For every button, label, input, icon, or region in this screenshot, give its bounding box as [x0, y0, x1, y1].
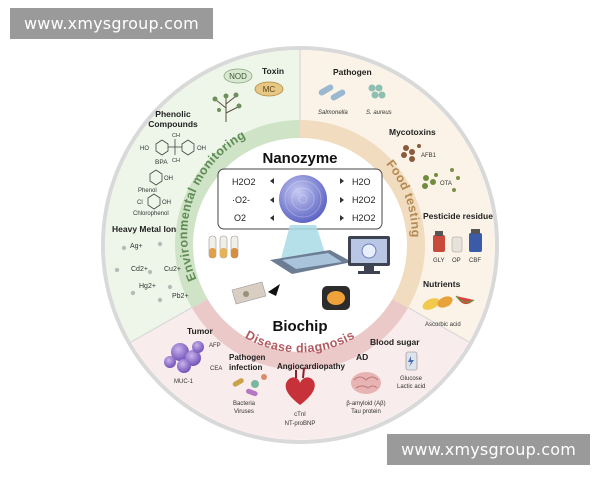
chlorophenol-structure-icon	[147, 193, 161, 210]
pesticide-op: OP	[452, 258, 461, 264]
pathogen-infection-title-line1: Pathogen	[229, 353, 266, 362]
reaction-left-1: H2O2	[232, 177, 256, 187]
s-aureus-label: S. aureus	[366, 110, 392, 116]
phenolic-title-line1: Phenolic	[155, 109, 191, 119]
environmental-band	[174, 119, 300, 308]
biochip-surface	[282, 253, 342, 269]
viruses-label: Viruses	[234, 409, 254, 415]
mycotoxins-title: Mycotoxins	[389, 127, 436, 137]
toxin-nod-label: NOD	[229, 72, 247, 81]
chlorophenol-cl: Cl	[137, 200, 143, 206]
food-band	[300, 119, 426, 308]
glucose-meter-icon	[405, 351, 418, 371]
nanozyme-title: Nanozyme	[262, 150, 337, 167]
toxin-title: Toxin	[262, 66, 284, 76]
reaction-arrows	[270, 178, 344, 221]
reaction-right-1: H2O	[352, 177, 371, 187]
tumor-cells-icon	[164, 341, 204, 373]
food-pathogen-title: Pathogen	[333, 67, 372, 77]
tau-protein-label: Tau protein	[351, 409, 381, 415]
phenol-oh: OH	[164, 176, 173, 182]
nanozyme-sphere-icon	[279, 175, 327, 223]
afb1-cluster-icon	[401, 144, 421, 162]
lactic-acid-label: Lactic acid	[397, 384, 425, 390]
bpa-ch3-top: CH	[172, 133, 180, 139]
fruit-icon	[422, 295, 475, 310]
reaction-right-3: H2O2	[352, 213, 376, 223]
nutrients-title: Nutrients	[423, 279, 461, 289]
bacteria-virus-icon	[232, 374, 267, 397]
sector-divider	[399, 302, 470, 343]
sphere-texture	[284, 180, 322, 218]
ctni-label: cTnI	[294, 412, 306, 418]
s-aureus-icon	[368, 84, 386, 99]
ion-cu: Cu2+	[164, 266, 181, 273]
salmonella-label: Salmonella	[318, 110, 348, 116]
brain-icon	[351, 372, 381, 394]
sector-divider	[130, 302, 201, 343]
ota-label: OTA	[440, 181, 452, 187]
ion-ag: Ag+	[130, 243, 143, 250]
strip-icon	[231, 281, 267, 305]
ota-cluster-icon	[422, 173, 438, 189]
ion-hg: Hg2+	[139, 283, 156, 290]
toxin-nod-badge	[223, 68, 253, 84]
toxin-mc-badge	[254, 81, 284, 97]
toxin-mc-label: MC	[263, 85, 276, 94]
chlorophenol-label: Chlorophenol	[133, 211, 169, 217]
watermark-bottom: www.xmysgroup.com	[387, 434, 590, 465]
biochip-title: Biochip	[273, 318, 328, 335]
muc1-label: MUC-1	[174, 379, 194, 385]
afb1-label: AFB1	[421, 153, 437, 159]
watermark-top: www.xmysgroup.com	[10, 8, 213, 39]
pathogen-infection-title-line2: infection	[229, 363, 262, 372]
test-tubes-icon	[208, 235, 239, 259]
heart-icon	[285, 367, 315, 405]
pesticide-bottles-icon	[433, 229, 482, 253]
blood-sugar-title: Blood sugar	[370, 337, 420, 347]
reaction-left-2: ·O2-	[232, 195, 250, 205]
heavy-metal-title: Heavy Metal Ion	[112, 224, 176, 234]
eye-icon	[268, 284, 280, 296]
pesticide-cbf: CBF	[469, 258, 481, 264]
bpa-label: BPA	[155, 159, 168, 166]
angiocardiopathy-title: Angiocardiopathy	[277, 362, 346, 371]
salmonella-icon	[318, 84, 346, 101]
metal-ion-dots	[114, 241, 173, 303]
phenol-label: Phenol	[138, 188, 157, 194]
ad-title: AD	[356, 352, 368, 362]
phenol-structure-icon	[149, 169, 163, 186]
ion-cd: Cd2+	[131, 266, 148, 273]
bpa-ch3-bottom: CH	[172, 158, 180, 164]
beta-amyloid-label: β-amyloid (Aβ)	[346, 401, 385, 407]
afp-label: AFP	[209, 343, 221, 349]
plant-leaves	[212, 92, 242, 112]
bpa-oh: OH	[197, 146, 206, 152]
bpa-structure-icon	[155, 139, 195, 156]
disease-band	[192, 299, 408, 371]
ai-monitor-icon	[348, 236, 390, 274]
plant-icon	[215, 95, 239, 122]
ascorbic-acid-label: Ascorbic acid	[425, 322, 461, 328]
glucose-label: Glucose	[400, 376, 423, 382]
ion-pb: Pb2+	[172, 293, 189, 300]
phenolic-title-line2: Compounds	[148, 119, 198, 129]
pesticide-gly: GLY	[433, 258, 445, 264]
ntprobnp-label: NT-proBNP	[285, 421, 316, 427]
cea-label: CEA	[210, 366, 222, 372]
chlorophenol-oh: OH	[162, 200, 171, 206]
mycotoxin-spores	[450, 168, 460, 192]
reaction-left-3: O2	[234, 213, 246, 223]
bacteria-label: Bacteria	[233, 401, 256, 407]
tumor-title: Tumor	[187, 326, 214, 336]
sensor-chip-icon	[322, 286, 350, 310]
reaction-right-2: H2O2	[352, 195, 376, 205]
pesticide-title: Pesticide residue	[423, 211, 493, 221]
bpa-ho: HO	[140, 146, 149, 152]
